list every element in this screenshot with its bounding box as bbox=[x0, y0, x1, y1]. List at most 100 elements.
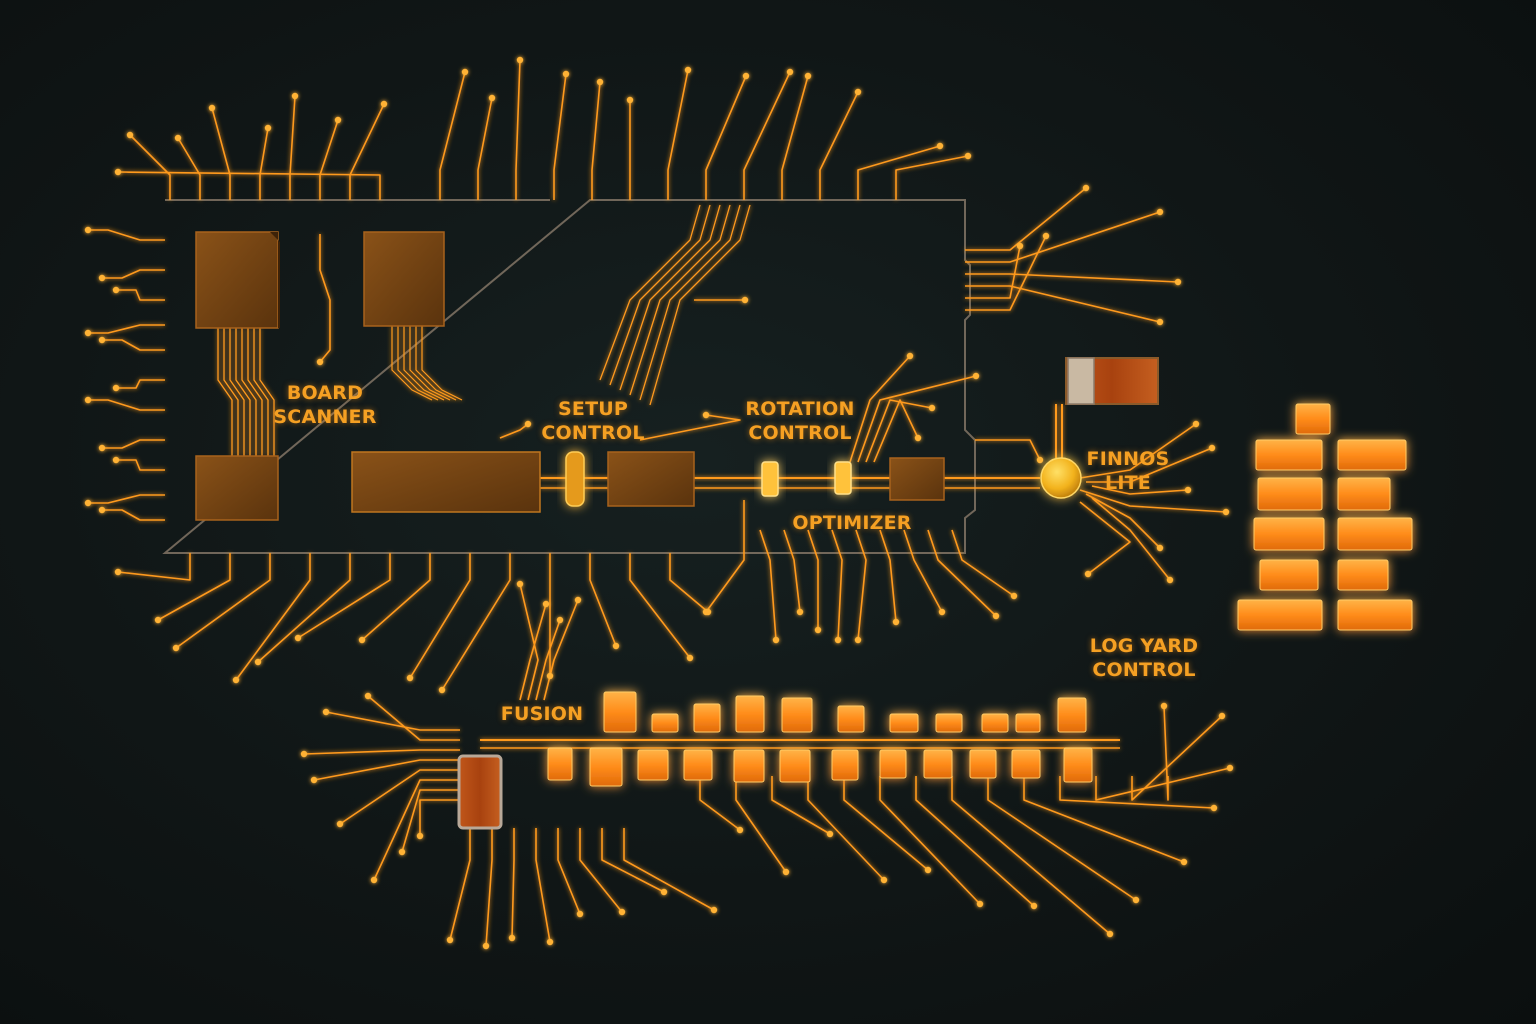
trace-node bbox=[358, 636, 366, 644]
circuit-trace bbox=[88, 494, 165, 504]
circuit-trace bbox=[591, 81, 601, 200]
circuit-trace bbox=[987, 776, 1137, 901]
trace-node bbox=[98, 444, 106, 452]
finnos-lite-label: FINNOS LITE bbox=[1086, 448, 1170, 494]
lumber-plank bbox=[935, 713, 963, 733]
trace-node bbox=[112, 384, 120, 392]
trace-node bbox=[114, 168, 122, 176]
circuit-trace bbox=[477, 97, 493, 200]
trace-node bbox=[508, 934, 516, 942]
lumber-plank bbox=[683, 749, 713, 781]
board-scanner-chip-top bbox=[195, 231, 280, 329]
trace-node bbox=[98, 336, 106, 344]
trace-node bbox=[254, 658, 262, 666]
circuit-trace bbox=[849, 355, 911, 463]
circuit-trace bbox=[157, 553, 231, 621]
circuit-trace bbox=[879, 529, 897, 623]
trace-node bbox=[556, 616, 564, 624]
lumber-plank bbox=[1337, 439, 1407, 471]
circuit-trace bbox=[535, 619, 561, 701]
circuit-trace bbox=[781, 75, 809, 200]
trace-node bbox=[294, 634, 302, 642]
trace-node bbox=[316, 358, 324, 366]
lumber-plank bbox=[1295, 403, 1331, 435]
trace-node bbox=[1222, 508, 1230, 516]
circuit-trace bbox=[223, 328, 239, 456]
circuit-trace bbox=[601, 828, 665, 893]
trace-node bbox=[834, 636, 842, 644]
trace-node bbox=[618, 908, 626, 916]
trace-node bbox=[114, 568, 122, 576]
circuit-trace bbox=[951, 529, 1015, 597]
trace-node bbox=[1210, 804, 1218, 812]
trace-node bbox=[291, 92, 299, 100]
circuit-trace bbox=[297, 553, 391, 639]
trace-node bbox=[438, 686, 446, 694]
circuit-trace bbox=[623, 828, 715, 911]
circuit-trace bbox=[367, 695, 460, 741]
circuit-trace bbox=[373, 779, 460, 881]
trace-node bbox=[126, 131, 134, 139]
circuit-trace bbox=[339, 769, 460, 825]
circuit-trace bbox=[1079, 489, 1227, 513]
circuit-trace bbox=[965, 273, 1179, 283]
trace-node bbox=[1042, 232, 1050, 240]
circuit-trace bbox=[1079, 423, 1197, 479]
trace-node bbox=[174, 134, 182, 142]
trace-node bbox=[854, 636, 862, 644]
circuit-trace bbox=[543, 599, 579, 701]
lumber-plank bbox=[1057, 697, 1087, 733]
trace-node bbox=[98, 274, 106, 282]
trace-node bbox=[1218, 712, 1226, 720]
circuit-trace bbox=[485, 828, 493, 947]
lumber-plank bbox=[837, 705, 865, 733]
trace-node bbox=[406, 674, 414, 682]
optimizer-label: OPTIMIZER bbox=[792, 512, 912, 534]
circuit-trace bbox=[873, 399, 919, 463]
circuit-trace bbox=[819, 91, 859, 200]
circuit-trace bbox=[639, 204, 741, 401]
circuit-trace bbox=[102, 269, 165, 279]
lumber-plank bbox=[831, 749, 859, 781]
circuit-trace bbox=[175, 553, 271, 649]
circuit-trace bbox=[289, 95, 296, 200]
circuit-trace bbox=[303, 749, 460, 755]
trace-node bbox=[112, 456, 120, 464]
trace-node bbox=[84, 499, 92, 507]
lumber-plank bbox=[1337, 477, 1391, 511]
trace-node bbox=[546, 938, 554, 946]
circuit-trace bbox=[743, 71, 791, 200]
rotation-element-2 bbox=[834, 461, 852, 495]
circuit-trace bbox=[409, 326, 451, 401]
lumber-plank bbox=[889, 713, 919, 733]
circuit-trace bbox=[553, 73, 567, 200]
trace-node bbox=[914, 434, 922, 442]
circuit-trace bbox=[519, 603, 547, 701]
trace-node bbox=[461, 68, 469, 76]
circuit-trace bbox=[579, 828, 623, 913]
trace-node bbox=[482, 942, 490, 950]
circuit-trace bbox=[649, 204, 751, 406]
circuit-trace bbox=[409, 553, 471, 679]
trace-node bbox=[702, 411, 710, 419]
lumber-plank bbox=[879, 749, 907, 779]
circuit-trace bbox=[609, 204, 711, 386]
trace-node bbox=[1084, 570, 1092, 578]
circuit-trace bbox=[88, 324, 165, 334]
circuit-trace bbox=[241, 328, 257, 456]
trace-node bbox=[938, 608, 946, 616]
circuit-trace bbox=[441, 553, 511, 691]
circuit-trace bbox=[759, 529, 777, 641]
trace-node bbox=[1160, 702, 1168, 710]
circuit-trace bbox=[247, 328, 263, 456]
trace-node bbox=[742, 72, 750, 80]
trace-node bbox=[84, 396, 92, 404]
trace-node bbox=[380, 100, 388, 108]
trace-node bbox=[84, 226, 92, 234]
circuit-trace bbox=[211, 107, 231, 200]
circuit-trace bbox=[629, 553, 691, 659]
circuit-trace bbox=[88, 399, 165, 411]
circuit-trace bbox=[879, 776, 981, 905]
trace-node bbox=[446, 936, 454, 944]
lumber-plank bbox=[1011, 749, 1041, 779]
